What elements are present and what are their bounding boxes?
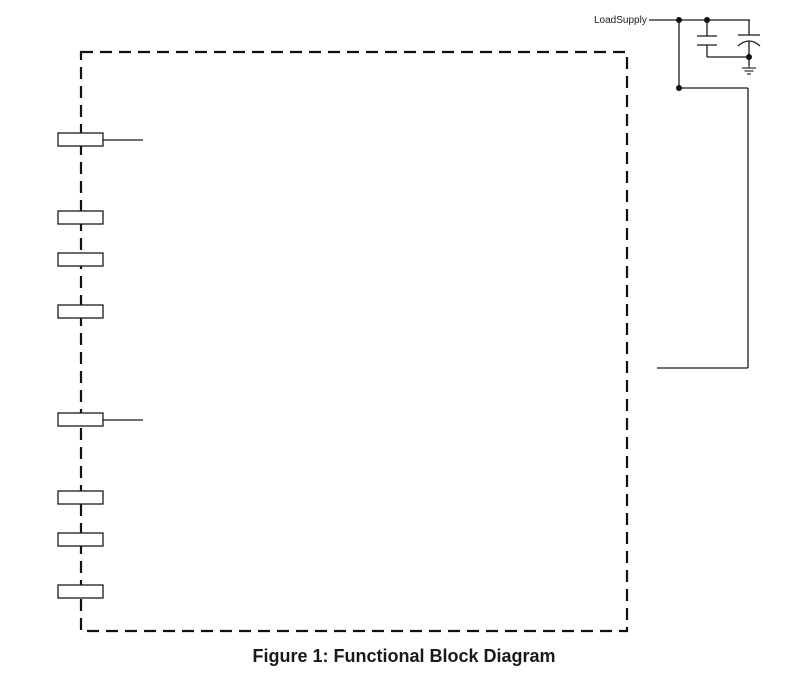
- package-outline: [79, 50, 629, 633]
- pin-gnd: GND: [57, 252, 104, 267]
- pin-in-a: IN1: [57, 132, 104, 147]
- ceramic-capacitor-icon: [697, 20, 749, 58]
- pin-in-b: IN4: [57, 490, 104, 505]
- pin-in-b: IN2: [57, 210, 104, 225]
- pin-in-a: IN3: [57, 412, 104, 427]
- pin-vref: VREF34: [57, 584, 104, 599]
- load-supply-label: LoadSupply: [594, 15, 647, 26]
- load-supply: LoadSupply: [594, 15, 761, 369]
- pin-vref: VREF12: [57, 304, 104, 319]
- electrolytic-capacitor-icon: [737, 20, 761, 75]
- pin-gnd: GND: [57, 532, 104, 547]
- channel-34: IN3 IN4 GND VREF34 ÷ 10: [57, 412, 143, 599]
- channel-12: IN1 IN2 GND VREF12 ÷ 10: [57, 132, 143, 319]
- figure-caption: Figure 1: Functional Block Diagram: [252, 646, 555, 666]
- ground-icon: [741, 61, 757, 75]
